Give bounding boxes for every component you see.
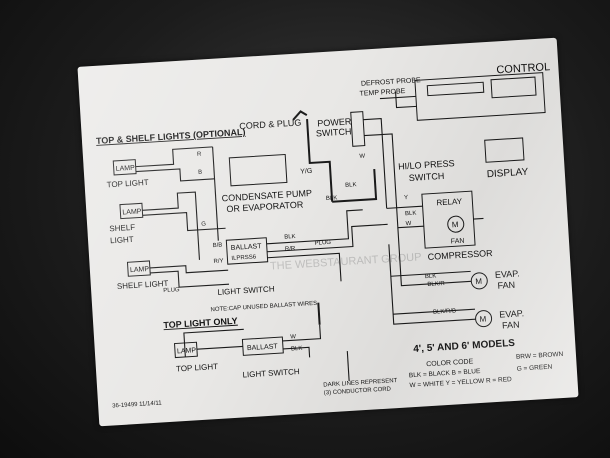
svg-text:Y: Y [404,195,408,201]
temp-probe-label: TEMP PROBE [359,88,405,98]
svg-text:BLK: BLK [425,273,437,280]
condensate-label-2: OR EVAPORATOR [226,199,304,214]
light-label: LIGHT [110,235,134,245]
svg-text:R/Y: R/Y [213,258,223,265]
ballast-note: NOTE:CAP UNUSED BALLAST WIRES [210,301,317,314]
wiring-diagram: TOP & SHELF LIGHTS (OPTIONAL) TOP LIGHT … [96,61,564,409]
svg-text:R: R [197,152,202,158]
svg-text:BLK: BLK [291,346,303,353]
fan-label: FAN [451,238,465,246]
svg-text:BLK: BLK [284,234,296,241]
power-switch-box [350,111,366,147]
evap-fan-label-1b: FAN [497,280,515,291]
compressor-label: COMPRESSOR [427,248,493,262]
hilo-switch-label-2: SWITCH [409,171,445,183]
relay-box [421,190,476,249]
dark-lines-note-1: DARK LINES REPRESENT [323,378,398,389]
svg-text:W: W [359,154,365,160]
yg-label: Y/G [300,168,312,176]
svg-text:G: G [201,221,206,227]
relay-label: RELAY [436,197,463,208]
wiring-diagram-label: TOP & SHELF LIGHTS (OPTIONAL) TOP LIGHT … [77,37,579,427]
ballast-box-1 [225,237,269,265]
svg-text:W: W [290,334,296,340]
svg-text:BLK: BLK [345,182,357,189]
wiring-lines [135,91,484,382]
lamp-top-label: LAMP [116,165,136,173]
svg-text:M: M [452,220,460,229]
lamp-top-box [112,159,137,176]
control-display-window [490,76,537,99]
light-switch-label-1: LIGHT SWITCH [217,284,275,296]
ballast-model: ILPRSS6 [231,254,257,262]
cord-plug-label: CORD & PLUG [239,117,302,131]
evap-fan-label-1: EVAP. [495,268,520,279]
section-title-models: 4', 5' AND 6' MODELS [413,338,516,355]
svg-text:R/R: R/R [285,246,296,253]
svg-text:BLK: BLK [405,211,417,218]
control-box [414,72,546,121]
svg-text:BLK: BLK [326,195,338,202]
plug-label-2: PLUG [315,240,332,247]
svg-text:M: M [475,277,483,286]
ballast-label-2: BALLAST [247,343,279,352]
section-title-top-shelf: TOP & SHELF LIGHTS (OPTIONAL) [96,127,246,146]
wire-letter-tags: BLK BLK W BLK W Y BLK BLK/R BLK/R/B BLK … [197,152,456,353]
top-light-only-label: TOP LIGHT [176,362,219,374]
svg-text:W: W [405,221,411,227]
svg-text:BLK/R: BLK/R [427,281,445,288]
shelf-label: SHELF [109,223,135,234]
color-code-g: G = GREEN [517,364,553,373]
compressor-motor [447,215,465,233]
evap-fan-label-2: EVAP. [499,308,524,319]
svg-text:B: B [198,170,202,176]
lamp-shelf2-label: LAMP [130,266,150,274]
control-terminal [426,81,485,97]
power-switch-label-1: POWER [317,116,352,128]
power-switch-label-2: SWITCH [316,126,352,138]
top-light-label: TOP LIGHT [106,178,149,190]
ballast-box-2 [241,336,284,356]
cord-plug-symbol [292,110,308,121]
color-code-title: COLOR CODE [426,358,474,368]
display-box [484,137,525,163]
color-code-line1: BLK = BLACK B = BLUE [409,368,481,379]
part-number: 36-19499 11/14/11 [112,400,162,409]
svg-text:BLK/R/B: BLK/R/B [433,308,456,315]
svg-text:B/B: B/B [212,242,222,249]
light-switch-label-2: LIGHT SWITCH [242,367,300,379]
dark-lines-note-2: (3) CONDUCTOR CORD [324,386,392,396]
defrost-probe-label: DEFROST PROBE [361,77,421,88]
ballast-label-1: BALLAST [231,243,263,252]
plug-label-1: PLUG [163,287,180,294]
hilo-switch-label-1: HI/LO PRESS [398,158,455,171]
evap-fan-label-2b: FAN [502,319,520,330]
lamp-top-only-box [173,341,198,359]
lamp-shelf-label: LAMP [122,208,142,216]
color-code-brw: BRW = BROWN [516,351,564,361]
condensate-pump-box [228,153,288,187]
shelf-light-label: SHELF LIGHT [117,279,169,291]
section-title-top-only: TOP LIGHT ONLY [163,316,238,331]
lamp-top-only-label: LAMP [177,347,197,355]
svg-text:M: M [479,314,487,323]
display-label: DISPLAY [486,167,528,181]
